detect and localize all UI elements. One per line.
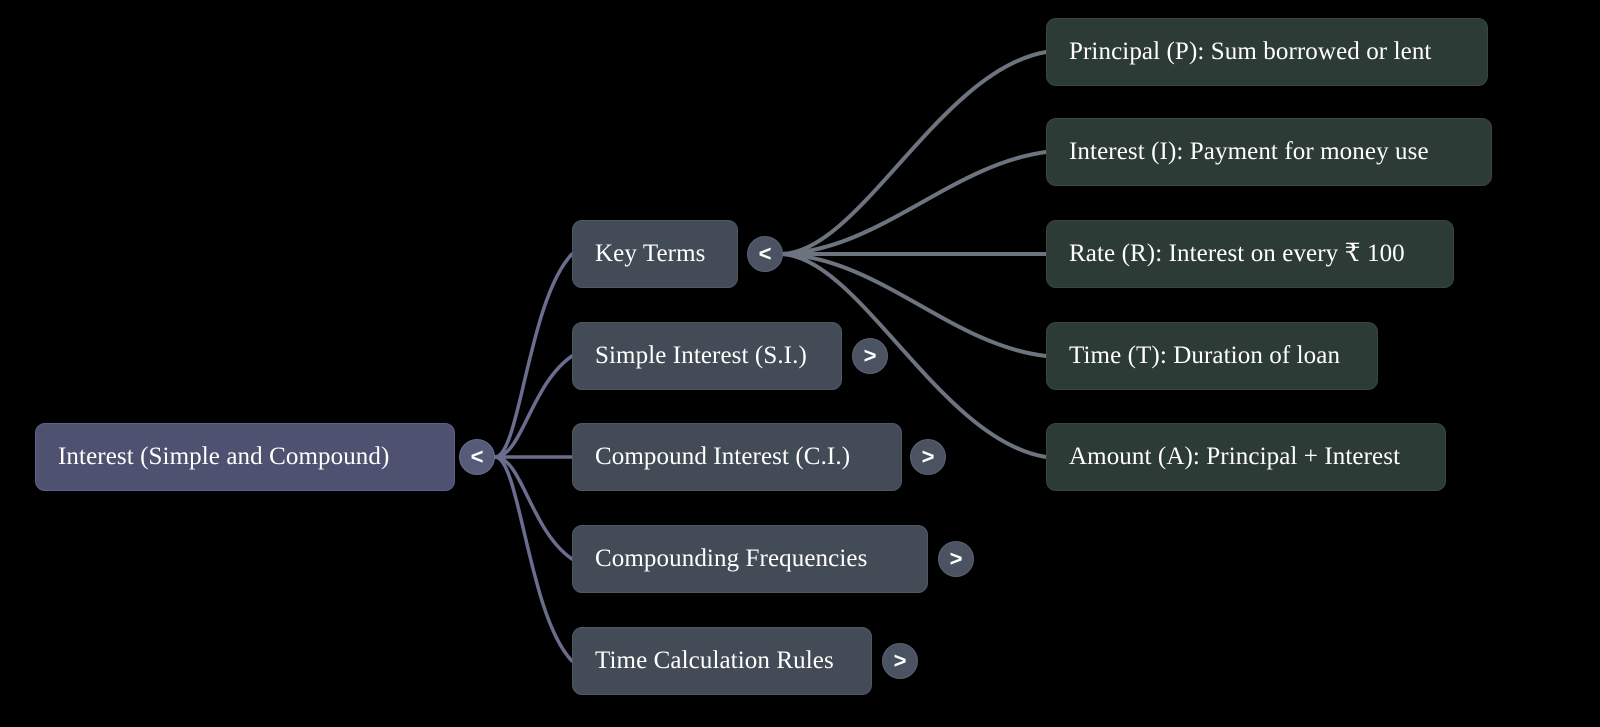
node-leaf-interest[interactable]: Interest (I): Payment for money use: [1046, 118, 1492, 186]
node-root[interactable]: Interest (Simple and Compound): [35, 423, 455, 491]
chevron-right-icon: >: [893, 648, 907, 673]
edge-key-terms-to-interest: [780, 150, 1048, 256]
node-leaf-rate-label: Rate (R): Interest on every ₹ 100: [1069, 240, 1405, 268]
node-branch-compound-interest-label: Compound Interest (C.I.): [595, 443, 851, 471]
chevron-right-icon: >: [921, 444, 935, 469]
node-branch-simple-interest[interactable]: Simple Interest (S.I.): [572, 322, 842, 390]
chevron-left-icon: <: [470, 444, 484, 469]
chevron-right-icon: >: [949, 546, 963, 571]
node-leaf-amount[interactable]: Amount (A): Principal + Interest: [1046, 423, 1446, 491]
toggle-time-calculation-rules[interactable]: >: [882, 643, 918, 679]
edge-key-terms-to-principal: [780, 50, 1048, 256]
edge-root-to-simple-interest: [493, 354, 574, 459]
node-branch-key-terms-label: Key Terms: [595, 240, 706, 268]
edge-root-to-time-calculation-rules: [493, 455, 574, 663]
edge-root-to-key-terms: [493, 252, 574, 459]
node-root-label: Interest (Simple and Compound): [58, 443, 390, 471]
node-branch-time-calculation-rules[interactable]: Time Calculation Rules: [572, 627, 872, 695]
toggle-root[interactable]: <: [459, 439, 495, 475]
node-leaf-principal-label: Principal (P): Sum borrowed or lent: [1069, 38, 1432, 66]
toggle-compounding-frequencies[interactable]: >: [938, 541, 974, 577]
node-branch-compound-interest[interactable]: Compound Interest (C.I.): [572, 423, 902, 491]
edge-root-to-compounding-frequencies: [493, 455, 574, 561]
toggle-key-terms[interactable]: <: [747, 236, 783, 272]
toggle-simple-interest[interactable]: >: [852, 338, 888, 374]
node-leaf-time-label: Time (T): Duration of loan: [1069, 342, 1341, 370]
toggle-compound-interest[interactable]: >: [910, 439, 946, 475]
node-leaf-time[interactable]: Time (T): Duration of loan: [1046, 322, 1378, 390]
node-branch-key-terms[interactable]: Key Terms: [572, 220, 738, 288]
node-leaf-amount-label: Amount (A): Principal + Interest: [1069, 443, 1401, 471]
chevron-left-icon: <: [758, 241, 772, 266]
chevron-right-icon: >: [863, 343, 877, 368]
node-branch-simple-interest-label: Simple Interest (S.I.): [595, 342, 807, 370]
node-leaf-rate[interactable]: Rate (R): Interest on every ₹ 100: [1046, 220, 1454, 288]
node-branch-compounding-frequencies-label: Compounding Frequencies: [595, 545, 868, 573]
node-leaf-interest-label: Interest (I): Payment for money use: [1069, 138, 1429, 166]
node-leaf-principal[interactable]: Principal (P): Sum borrowed or lent: [1046, 18, 1488, 86]
node-branch-compounding-frequencies[interactable]: Compounding Frequencies: [572, 525, 928, 593]
node-branch-time-calculation-rules-label: Time Calculation Rules: [595, 647, 834, 675]
